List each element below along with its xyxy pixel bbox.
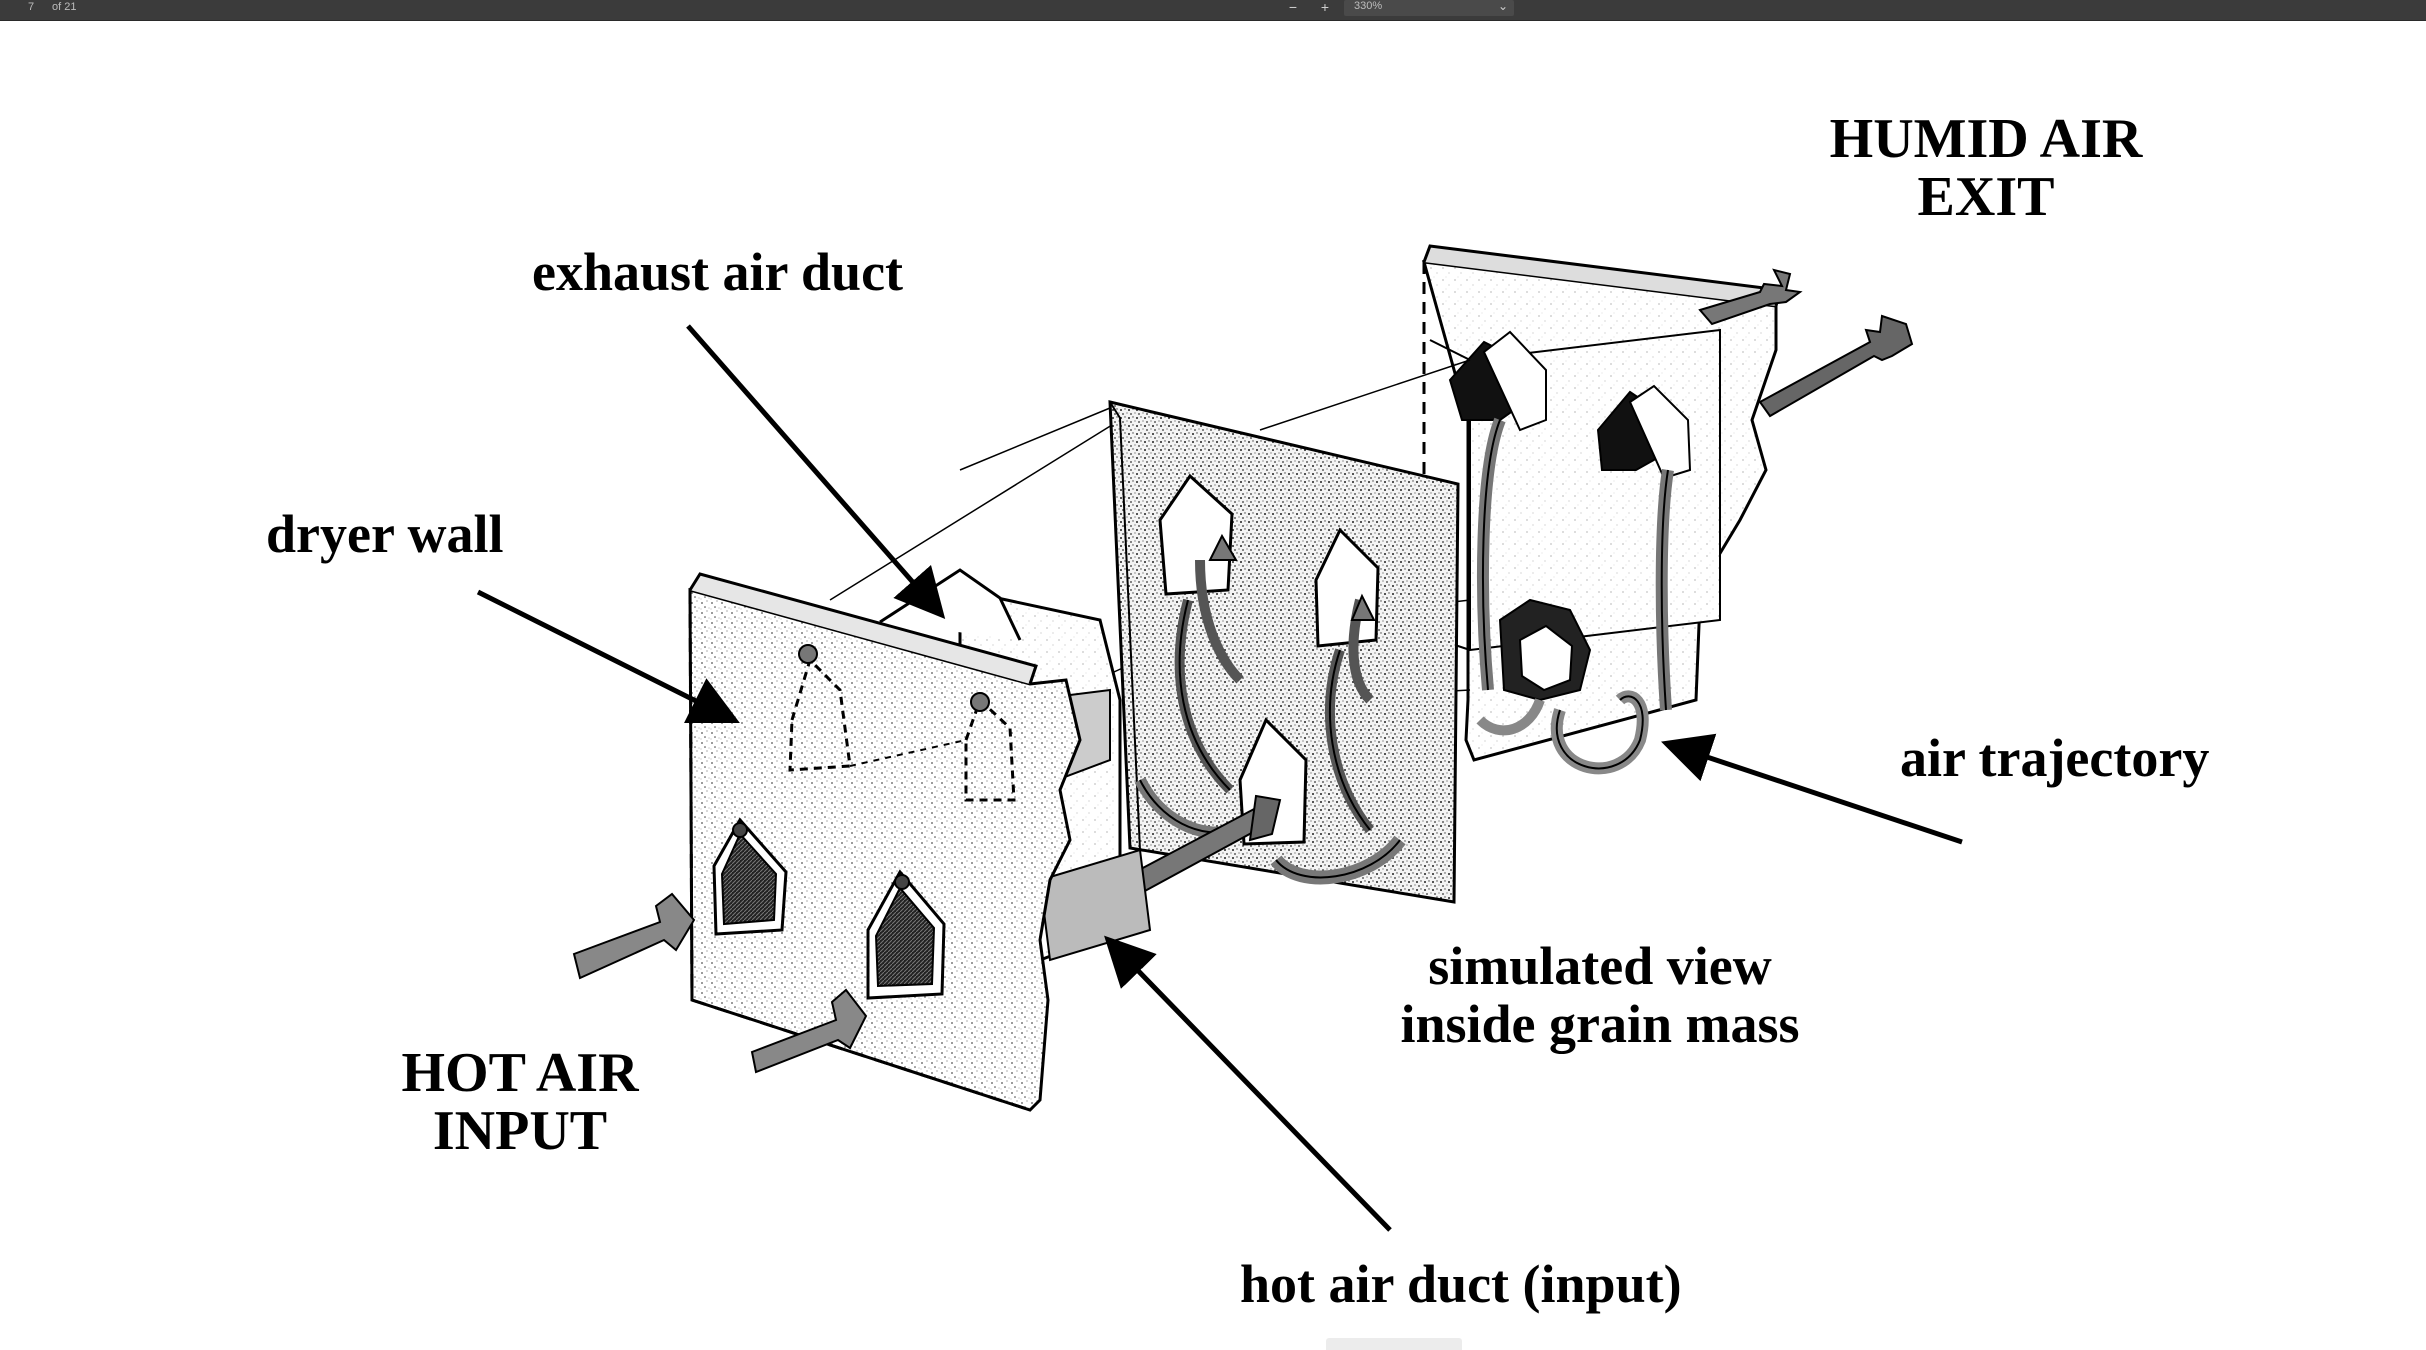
zoom-in-button[interactable]: +: [1320, 0, 1330, 15]
document-page: HUMID AIR EXIT exhaust air duct dryer wa…: [0, 21, 2426, 1350]
chevron-down-icon[interactable]: ⌄: [1497, 0, 1508, 13]
humid-air-exit-arrows: [1698, 268, 1914, 418]
humid-air-exit-label: HUMID AIR EXIT: [1796, 111, 2176, 225]
dryer-diagram-illustration: [476, 244, 1963, 1232]
zoom-value: 330%: [1354, 0, 1383, 12]
hot-air-input-line2: INPUT: [432, 1100, 608, 1162]
hot-air-input-line1: HOT AIR: [401, 1042, 639, 1104]
zoom-select[interactable]: 330% ⌄: [1344, 0, 1514, 16]
humid-air-exit-line2: EXIT: [1917, 166, 2055, 228]
hot-air-duct-pointer: [1104, 935, 1392, 1232]
air-trajectory-label: air trajectory: [1900, 728, 2210, 788]
zoom-out-button[interactable]: −: [1288, 0, 1298, 15]
dryer-wall-label: dryer wall: [266, 504, 504, 564]
simulated-view-line1: simulated view: [1428, 936, 1772, 996]
hot-air-duct-label: hot air duct (input): [1240, 1254, 1682, 1314]
dryer-wall-pointer: [476, 589, 740, 723]
label-pointers: [476, 324, 1963, 1232]
page-total: of 21: [52, 1, 77, 13]
hot-air-input-label: HOT AIR INPUT: [360, 1045, 680, 1159]
pdf-toolbar: 7 of 21 − + 330% ⌄: [0, 0, 2426, 21]
humid-air-exit-line1: HUMID AIR: [1829, 108, 2143, 170]
simulated-view-label: simulated view inside grain mass: [1340, 939, 1860, 1051]
hot-air-input-arrows: [572, 892, 868, 1074]
air-trajectory-pointer: [1661, 733, 1963, 845]
back-dryer-wall: [1421, 244, 1782, 775]
exhaust-air-duct-label: exhaust air duct: [532, 242, 904, 302]
simulated-view-line2: inside grain mass: [1400, 994, 1800, 1054]
front-dryer-wall: [688, 568, 1082, 1112]
page-scroll-tab[interactable]: [1326, 1338, 1462, 1350]
exhaust-air-duct-pointer: [686, 324, 946, 620]
grain-mass-panel: [1108, 400, 1460, 904]
page-number-input[interactable]: 7: [27, 1, 35, 13]
